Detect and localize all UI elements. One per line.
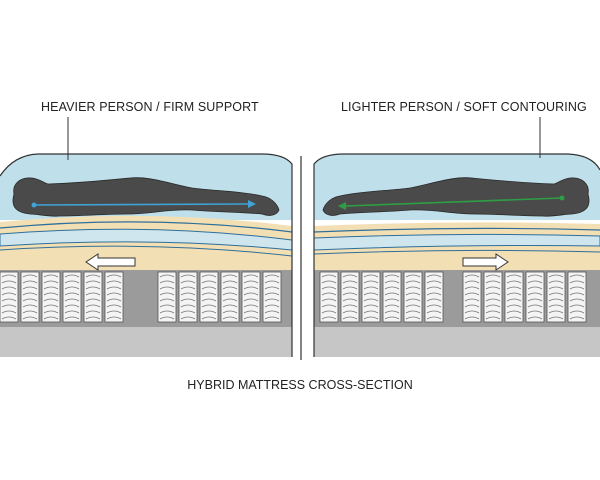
coil-column — [403, 271, 423, 323]
alignment-arrowhead-right — [338, 202, 346, 210]
coil-column — [104, 271, 124, 323]
transition-line-left-1 — [0, 221, 292, 233]
coil-column — [340, 271, 360, 323]
transition-band-left — [0, 228, 292, 251]
direction-arrow-right — [462, 253, 509, 271]
coil-rows-left — [0, 271, 282, 323]
mattress-panel-right — [313, 117, 600, 357]
alignment-line-right-start — [559, 195, 565, 201]
coil-column — [262, 271, 282, 323]
transition-line-right-2 — [314, 249, 600, 255]
coil-column — [199, 271, 219, 323]
coil-column — [483, 271, 503, 323]
coil-column — [41, 271, 61, 323]
base-layer-right — [314, 327, 600, 357]
coil-column — [525, 271, 545, 323]
coil-column — [361, 271, 381, 323]
transition-line-right-1 — [314, 227, 600, 233]
coil-rows-right — [319, 271, 587, 323]
mattress-panel-left — [0, 117, 293, 357]
coil-column — [504, 271, 524, 323]
coil-column — [567, 271, 587, 323]
alignment-arrowhead-left — [248, 200, 256, 208]
alignment-line-left — [33, 203, 249, 206]
coil-column — [178, 271, 198, 323]
diagram-caption: HYBRID MATTRESS CROSS-SECTION — [187, 378, 413, 392]
person-silhouette-right — [322, 177, 590, 217]
transition-line-left-2 — [0, 245, 292, 257]
mattress-outline-right — [313, 153, 600, 357]
transition-band-right — [314, 233, 600, 251]
person-silhouette-left — [12, 177, 280, 217]
coil-column — [83, 271, 103, 323]
mattress-outline-left — [0, 153, 293, 357]
coil-column — [157, 271, 177, 323]
panel-label-right: LIGHTER PERSON / SOFT CONTOURING — [341, 100, 587, 114]
coil-column — [62, 271, 82, 323]
base-layer-left — [0, 327, 292, 357]
coil-column — [220, 271, 240, 323]
coil-column — [462, 271, 482, 323]
coil-column — [20, 271, 40, 323]
alignment-line-left-start — [31, 202, 37, 208]
coil-column — [241, 271, 261, 323]
coil-column — [546, 271, 566, 323]
direction-arrow-left — [85, 253, 136, 271]
alignment-line-right — [345, 197, 563, 207]
coil-column — [319, 271, 339, 323]
coil-column — [0, 271, 19, 323]
coil-column — [424, 271, 444, 323]
panel-label-left: HEAVIER PERSON / FIRM SUPPORT — [41, 100, 259, 114]
foam-band-left — [0, 215, 292, 270]
coil-column — [382, 271, 402, 323]
